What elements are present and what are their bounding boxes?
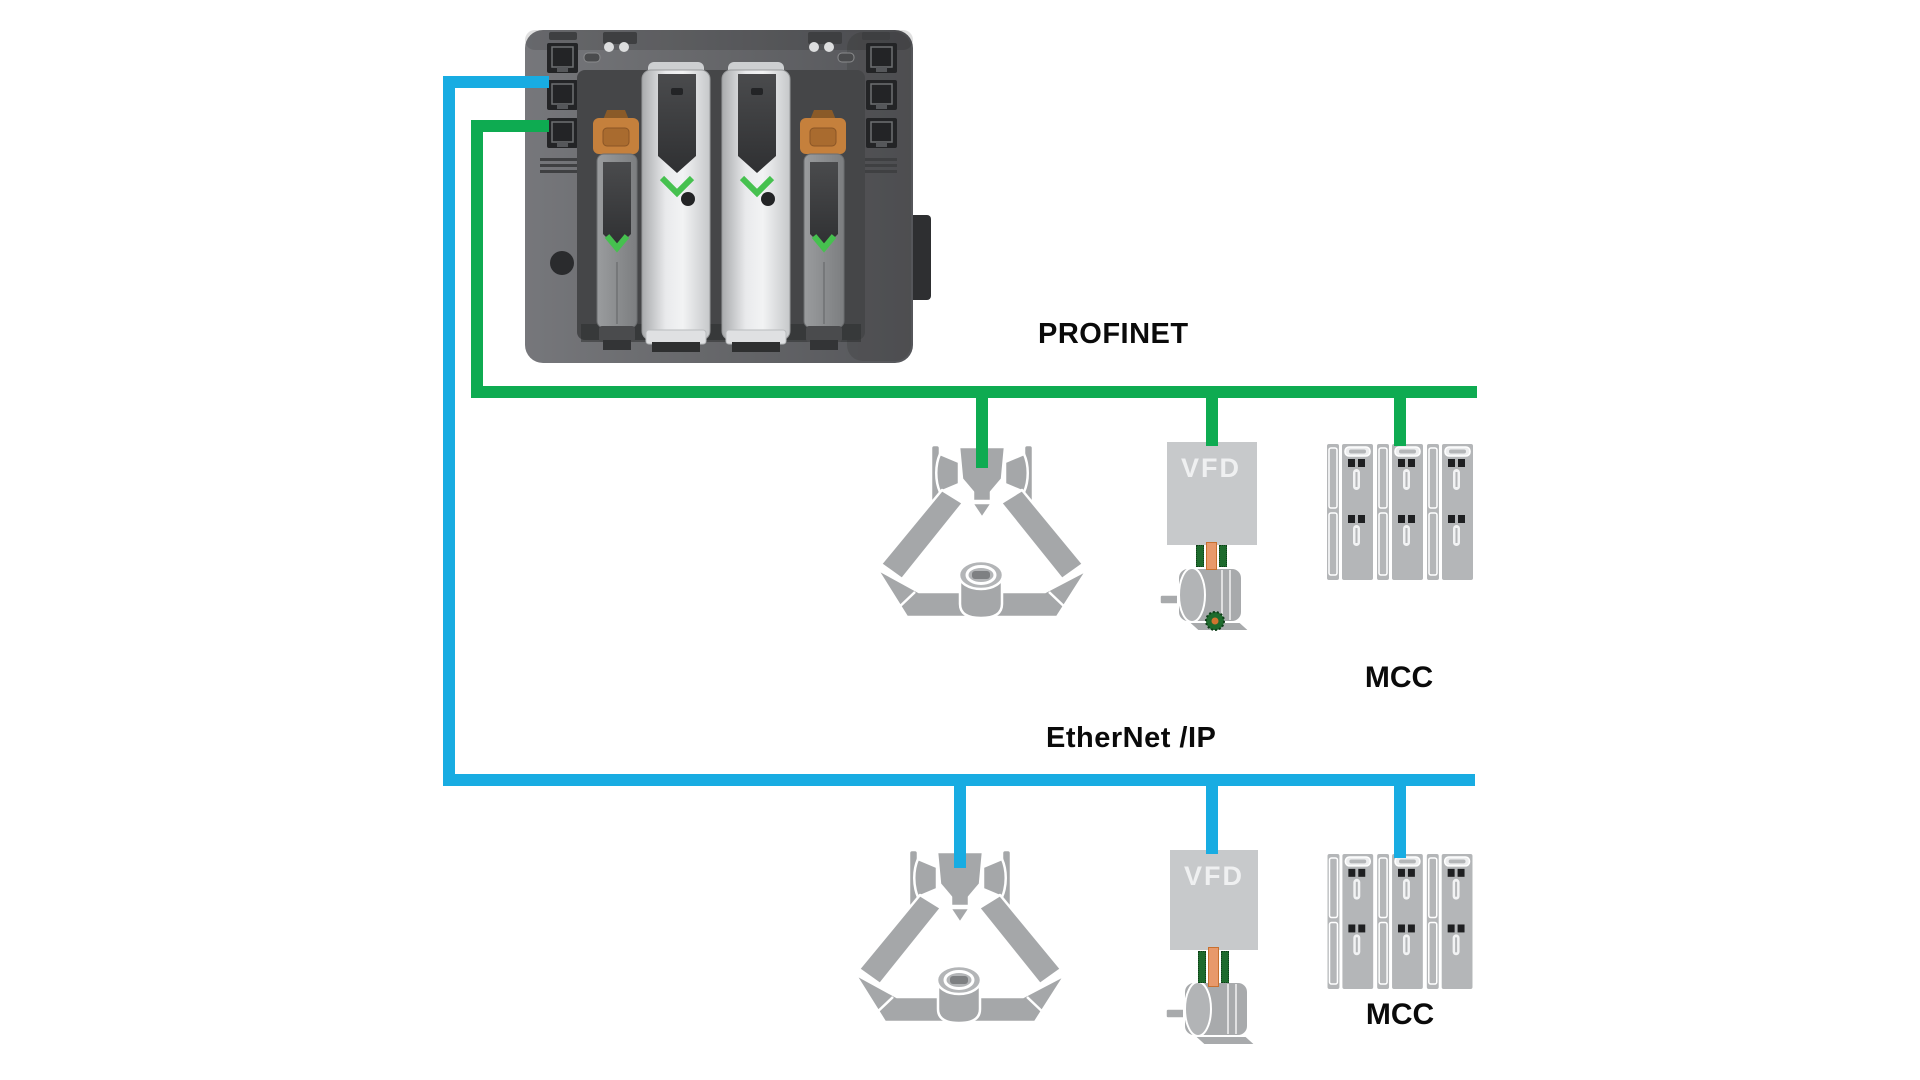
vfd-label: VFD (1184, 861, 1244, 891)
vfd-motor-cable-profinet (1196, 542, 1227, 570)
profinet-bus-line (471, 386, 1477, 398)
vfd-label: VFD (1181, 453, 1241, 483)
button-icon (550, 251, 574, 275)
delta-robot-ethernet-ip (853, 848, 1067, 1026)
io-module-right (800, 110, 846, 350)
cpu-module-left (641, 62, 711, 352)
vfd-ethernet-ip: VFD (1170, 850, 1258, 950)
ethernet-ip-drop-vfd (1206, 780, 1218, 854)
ethernet-ip-label: EtherNet /IP (1046, 722, 1217, 754)
profinet-label: PROFINET (1038, 318, 1189, 350)
cpu-module-right (721, 62, 791, 352)
status-led-icons (604, 42, 834, 52)
ethernet-ip-drop-robot (954, 780, 966, 868)
profinet-drop-vfd (1206, 390, 1218, 446)
ethernet-ip-drop-mcc (1394, 780, 1406, 858)
mcc-label-ethernet-ip: MCC (1365, 998, 1435, 1031)
delta-robot-profinet (875, 443, 1089, 621)
ethernet-ip-vertical-line (443, 76, 455, 786)
profinet-line-to-controller (471, 120, 549, 132)
profinet-drop-robot (976, 390, 988, 468)
mcc-label-profinet: MCC (1364, 661, 1434, 694)
ethernet-ip-line-to-controller (443, 76, 549, 88)
mcc-cabinet-profinet (1325, 440, 1475, 584)
vfd-motor-cable-ethernet-ip (1198, 947, 1229, 987)
plc-controller (525, 30, 931, 363)
io-module-left (593, 110, 639, 350)
profinet-vertical-line (471, 120, 483, 397)
profinet-drop-mcc (1394, 390, 1406, 446)
vfd-profinet: VFD (1167, 442, 1257, 545)
mcc-cabinet-ethernet-ip (1325, 851, 1475, 992)
ethernet-port-icons (547, 43, 897, 148)
ground-connector-icon (1205, 611, 1225, 631)
